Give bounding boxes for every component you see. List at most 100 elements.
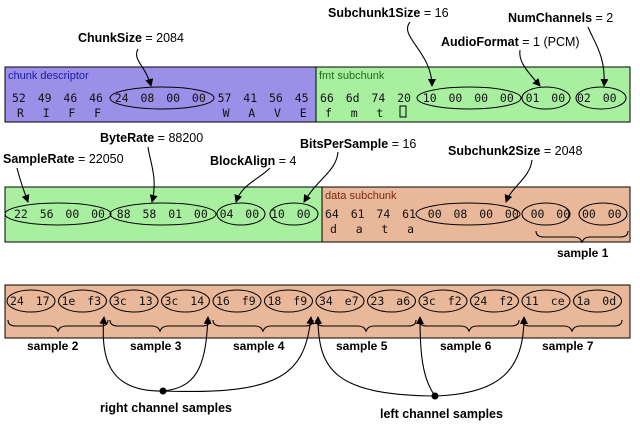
hex-byte: 61 bbox=[351, 207, 365, 221]
hex-byte: ce bbox=[551, 294, 565, 308]
hex-byte: 88 bbox=[117, 207, 131, 221]
block-align-ellipse bbox=[216, 202, 266, 226]
hex-byte: f9 bbox=[293, 294, 307, 308]
audio-format-arrow bbox=[519, 49, 541, 87]
hex-byte: 00 bbox=[505, 207, 519, 221]
left-channel-arrow-2 bbox=[416, 316, 436, 397]
hex-byte: 17 bbox=[36, 294, 50, 308]
sample1-ellipse-b bbox=[578, 202, 628, 226]
sample-value-ellipse bbox=[315, 289, 365, 313]
sample-rate-arrow bbox=[16, 167, 30, 203]
subchunk1-size-arrow bbox=[407, 21, 436, 87]
hex-byte: 00 bbox=[479, 207, 493, 221]
hex-byte: 3c bbox=[422, 294, 436, 308]
sample5-label: sample 5 bbox=[336, 339, 388, 353]
sample7-brace bbox=[521, 319, 623, 333]
hex-byte: 10 bbox=[271, 207, 285, 221]
hex-byte: 57 bbox=[218, 91, 232, 105]
hex-byte: 66 bbox=[320, 91, 334, 105]
hex-byte: 00 bbox=[551, 91, 565, 105]
sample2-label: sample 2 bbox=[27, 339, 79, 353]
hex-byte: e7 bbox=[345, 294, 359, 308]
fmt-subchunk-title: fmt subchunk bbox=[319, 70, 385, 82]
hex-byte: 00 bbox=[194, 207, 208, 221]
bits-per-sample-ellipse bbox=[269, 202, 319, 226]
sample-value-ellipse bbox=[573, 289, 622, 313]
ascii-char: A bbox=[248, 106, 255, 120]
hex-byte: f3 bbox=[87, 294, 101, 308]
sample-value-ellipse bbox=[367, 289, 416, 313]
subchunk2-size-label: Subchunk2Size = 2048 bbox=[448, 144, 582, 158]
hex-byte: 6d bbox=[346, 91, 360, 105]
hex-byte: 00 bbox=[500, 91, 514, 105]
right-channel-label: right channel samples bbox=[100, 401, 232, 415]
hex-byte: 08 bbox=[141, 91, 155, 105]
hex-byte: 22 bbox=[14, 207, 28, 221]
sample6-brace bbox=[418, 319, 520, 333]
num-channels-ellipse bbox=[575, 86, 627, 110]
hex-byte: 41 bbox=[243, 91, 257, 105]
hex-byte: 00 bbox=[428, 207, 442, 221]
sample5-brace bbox=[315, 319, 417, 333]
sample-value-ellipse bbox=[470, 289, 519, 313]
subchunk2-size-arrow bbox=[504, 159, 533, 203]
hex-byte: 00 bbox=[297, 207, 311, 221]
hex-byte: 45 bbox=[295, 91, 309, 105]
sample7-label: sample 7 bbox=[542, 339, 594, 353]
hex-byte: 00 bbox=[245, 207, 259, 221]
data-subchunk-title: data subchunk bbox=[325, 190, 397, 202]
hex-byte: 46 bbox=[89, 91, 103, 105]
audio-format-ellipse bbox=[521, 86, 571, 110]
hex-byte: 13 bbox=[139, 294, 153, 308]
sample-rate-label: SampleRate = 22050 bbox=[3, 152, 124, 166]
ascii-char: F bbox=[94, 106, 101, 120]
hex-byte: 01 bbox=[168, 207, 182, 221]
hex-byte: 04 bbox=[220, 207, 234, 221]
subchunk1-size-label: Subchunk1Size = 16 bbox=[328, 6, 449, 20]
sample-value-ellipse bbox=[58, 289, 107, 313]
sample-rate-ellipse bbox=[4, 202, 112, 226]
sample6-label: sample 6 bbox=[440, 339, 492, 353]
ascii-char: a bbox=[407, 222, 414, 236]
bits-per-sample-arrow bbox=[303, 151, 339, 203]
ascii-char: R bbox=[17, 106, 24, 120]
hex-byte: 64 bbox=[325, 207, 339, 221]
block-align-label: BlockAlign = 4 bbox=[210, 154, 297, 168]
chunk-size-arrow bbox=[136, 48, 154, 87]
ascii-char: t bbox=[376, 106, 383, 120]
ascii-char: W bbox=[223, 106, 230, 120]
hex-byte: 00 bbox=[192, 91, 206, 105]
left-channel-label: left channel samples bbox=[380, 407, 503, 421]
hex-byte: 20 bbox=[397, 91, 411, 105]
hex-byte: 00 bbox=[582, 207, 596, 221]
sample1-label: sample 1 bbox=[557, 246, 609, 260]
hex-byte: 1e bbox=[62, 294, 76, 308]
ascii-char: m bbox=[351, 106, 358, 120]
hex-byte: 56 bbox=[40, 207, 54, 221]
hex-byte: a6 bbox=[396, 294, 410, 308]
hex-byte: 56 bbox=[269, 91, 283, 105]
ascii-char: a bbox=[356, 222, 363, 236]
hex-byte: 00 bbox=[449, 91, 463, 105]
hex-byte: 3c bbox=[165, 294, 179, 308]
num-channels-label: NumChannels = 2 bbox=[508, 11, 613, 25]
hex-byte: 11 bbox=[525, 294, 539, 308]
ascii-char: V bbox=[274, 106, 281, 120]
hex-byte: 00 bbox=[91, 207, 105, 221]
hex-byte: 18 bbox=[268, 294, 282, 308]
hex-byte: f2 bbox=[448, 294, 462, 308]
hex-byte: 00 bbox=[603, 91, 617, 105]
chunk-size-ellipse bbox=[109, 86, 215, 110]
hex-byte: 24 bbox=[10, 294, 24, 308]
right-channel-arrow-1 bbox=[99, 316, 164, 392]
hex-byte: 23 bbox=[371, 294, 385, 308]
null-char-box bbox=[399, 105, 407, 118]
hex-byte: 49 bbox=[38, 91, 52, 105]
hex-byte: 00 bbox=[608, 207, 622, 221]
sample-value-ellipse bbox=[161, 289, 210, 313]
subchunk1-size-ellipse bbox=[416, 86, 522, 110]
hex-byte: 08 bbox=[454, 207, 468, 221]
byte-rate-arrow bbox=[147, 146, 158, 203]
left-channel-arrow-3 bbox=[434, 316, 528, 397]
